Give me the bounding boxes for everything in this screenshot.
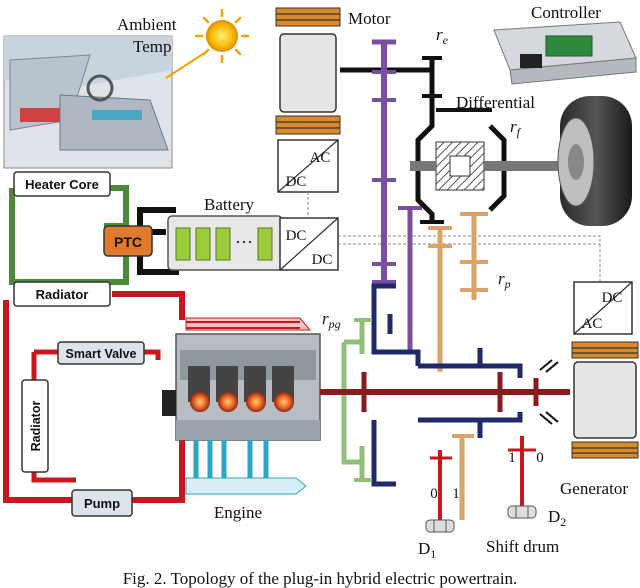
engine-label: Engine: [214, 503, 262, 522]
radiator-side-label: Radiator: [29, 401, 43, 452]
controller-label: Controller: [531, 3, 601, 22]
heater-core-box: [13, 171, 111, 197]
sun-icon: [194, 8, 250, 64]
rpg-label: rpg: [322, 309, 341, 331]
figure-caption: Fig. 2. Topology of the plug-in hybrid e…: [123, 569, 518, 588]
battery-label: Battery: [204, 195, 255, 214]
rp-label: rp: [498, 269, 511, 291]
differential-label: Differential: [456, 93, 535, 112]
cabin-image: [3, 35, 173, 169]
d2-gear-1: 1: [508, 450, 516, 466]
rpg-planet-gears: [341, 318, 372, 482]
electrical-links: [307, 192, 601, 282]
shift-fork-d1: [430, 450, 452, 520]
motor-inverter-dc: DC: [286, 174, 307, 190]
motor: [275, 7, 341, 135]
clutch-marks: [539, 359, 559, 425]
engine-block: [162, 317, 321, 495]
d2-label: D2: [548, 507, 566, 529]
radiator-top-label: Radiator: [36, 287, 89, 302]
ambient-label-line1: Ambient: [117, 15, 177, 34]
re-gear-pair: [422, 56, 442, 110]
generator-inverter: [573, 281, 633, 335]
sun-pointer-line: [165, 51, 207, 79]
pump-box: [71, 489, 133, 517]
dc-dc-top: DC: [286, 228, 307, 244]
rp-gear-pair: [428, 212, 488, 520]
generator: [571, 341, 639, 459]
shift-drum-label: Shift drum: [486, 537, 559, 556]
d1-drum-icon: [425, 519, 455, 533]
d2-drum-icon: [507, 505, 537, 519]
gen-inverter-dc: DC: [602, 290, 623, 306]
motor-inverter: [277, 139, 339, 193]
controller-image: [493, 21, 637, 85]
wheel-image: [557, 96, 632, 226]
d2-gear-0: 0: [536, 450, 544, 466]
gen-inverter-ac: AC: [582, 316, 603, 332]
shift-fork-d2: [508, 436, 536, 508]
engine-output-shaft: [320, 372, 570, 412]
differential-unit: [410, 108, 560, 224]
dc-dc-converter: [279, 217, 339, 271]
d1-gear-0: 0: [430, 486, 438, 502]
smart-valve-box: [57, 341, 145, 365]
motor-label: Motor: [348, 9, 391, 28]
re-label: re: [436, 25, 449, 47]
rf-label: rf: [510, 117, 522, 139]
radiator-top-box: [13, 281, 111, 307]
radiator-side-box: [21, 379, 49, 473]
d1-gear-1: 1: [452, 486, 460, 502]
ambient-temp-label: Ambient Temp: [117, 15, 177, 56]
dc-dc-bottom: DC: [312, 252, 333, 268]
heater-core-label: Heater Core: [25, 177, 99, 192]
ptc-label: PTC: [114, 234, 142, 250]
planetary-gear-set: [371, 283, 523, 487]
ptc-heater-box: [103, 225, 153, 257]
pump-label: Pump: [84, 496, 120, 511]
motor-inverter-ac: AC: [310, 150, 331, 166]
battery-cells-ellipsis: ···: [235, 232, 253, 252]
generator-label: Generator: [560, 479, 628, 498]
ambient-label-line2: Temp: [133, 37, 171, 56]
battery-pack: [167, 215, 283, 271]
smart-valve-label: Smart Valve: [66, 347, 137, 361]
d1-label: D1: [418, 539, 436, 561]
purple-gear-shaft: [372, 39, 422, 350]
